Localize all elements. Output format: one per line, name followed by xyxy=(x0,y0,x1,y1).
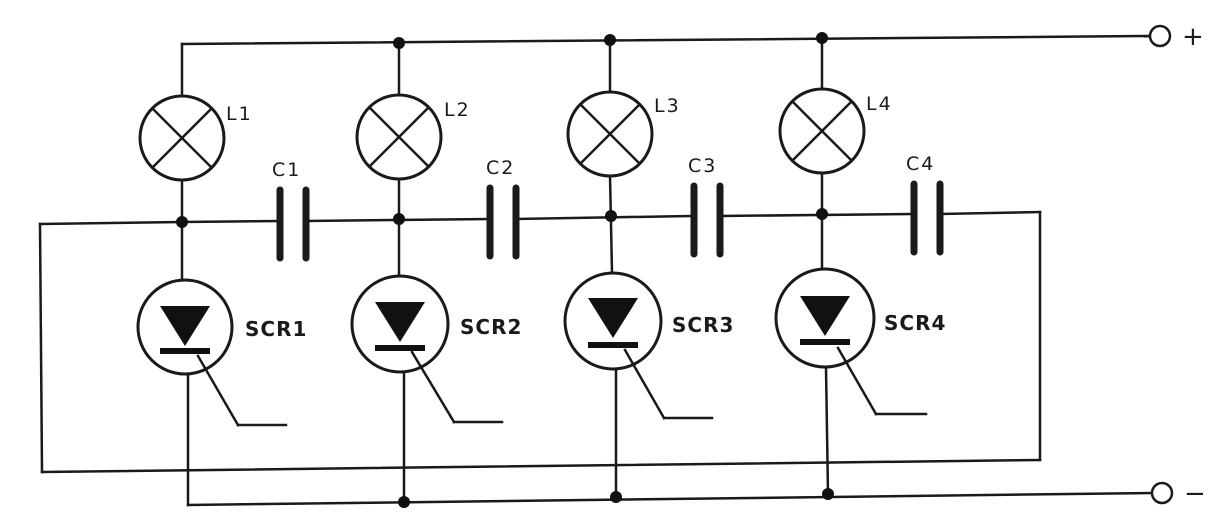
scr-label: SCR4 xyxy=(884,311,946,335)
stage-3: L3 SCR3 xyxy=(563,38,734,500)
lamp-l2: L2 xyxy=(355,93,471,181)
capacitor-c4: C4 xyxy=(906,153,944,256)
capacitor-label: C4 xyxy=(906,153,935,175)
positive-terminal: + xyxy=(1148,22,1204,52)
junctions xyxy=(176,32,834,508)
capacitor-c3: C3 xyxy=(688,155,724,258)
lamp-label: L3 xyxy=(654,95,681,117)
lamp-label: L4 xyxy=(866,93,893,115)
lamp-l1: L1 xyxy=(138,94,253,182)
positive-terminal-label: + xyxy=(1182,22,1204,52)
lamp-l4: L4 xyxy=(778,87,893,175)
capacitor-label: C3 xyxy=(688,155,717,177)
stage-1: L1 SCR1 xyxy=(136,94,307,507)
negative-rail xyxy=(186,491,1152,507)
capacitor-c1: C1 xyxy=(272,159,310,262)
capacitor-label: C1 xyxy=(272,159,301,181)
scr-scr3: SCR3 xyxy=(563,271,734,420)
lamp-label: L2 xyxy=(444,99,471,121)
lamp-label: L1 xyxy=(226,103,253,125)
loop-wire xyxy=(38,210,1042,474)
scr-label: SCR3 xyxy=(672,313,734,337)
scr-label: SCR1 xyxy=(245,317,307,341)
capacitor-c2: C2 xyxy=(486,157,520,260)
capacitor-label: C2 xyxy=(486,157,515,179)
scr-scr2: SCR2 xyxy=(350,274,522,424)
scr-scr4: SCR4 xyxy=(774,267,946,416)
positive-rail xyxy=(180,34,1152,98)
negative-terminal-label: − xyxy=(1184,479,1206,509)
scr-label: SCR2 xyxy=(460,315,522,339)
stage-4: L4 SCR4 xyxy=(774,36,946,496)
negative-terminal: − xyxy=(1150,479,1206,509)
scr-scr1: SCR1 xyxy=(136,278,307,427)
stage-2: L2 SCR2 xyxy=(350,42,522,505)
lamp-l3: L3 xyxy=(566,90,681,178)
